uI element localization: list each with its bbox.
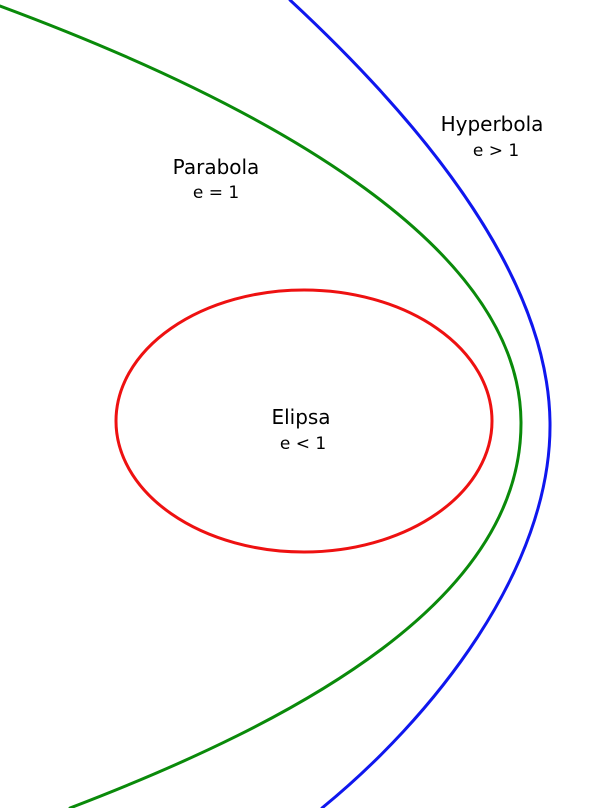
hyperbola-curve bbox=[288, 0, 552, 808]
ellipse-label: Elipsa bbox=[271, 405, 330, 429]
parabola-curve bbox=[0, 4, 523, 808]
parabola-eccentricity-label: e = 1 bbox=[193, 183, 239, 203]
hyperbola-eccentricity-label: e > 1 bbox=[473, 141, 519, 161]
hyperbola-label: Hyperbola bbox=[441, 112, 544, 136]
ellipse-curve bbox=[114, 288, 494, 554]
parabola-label: Parabola bbox=[173, 155, 260, 179]
ellipse-eccentricity-label: e < 1 bbox=[280, 434, 326, 454]
